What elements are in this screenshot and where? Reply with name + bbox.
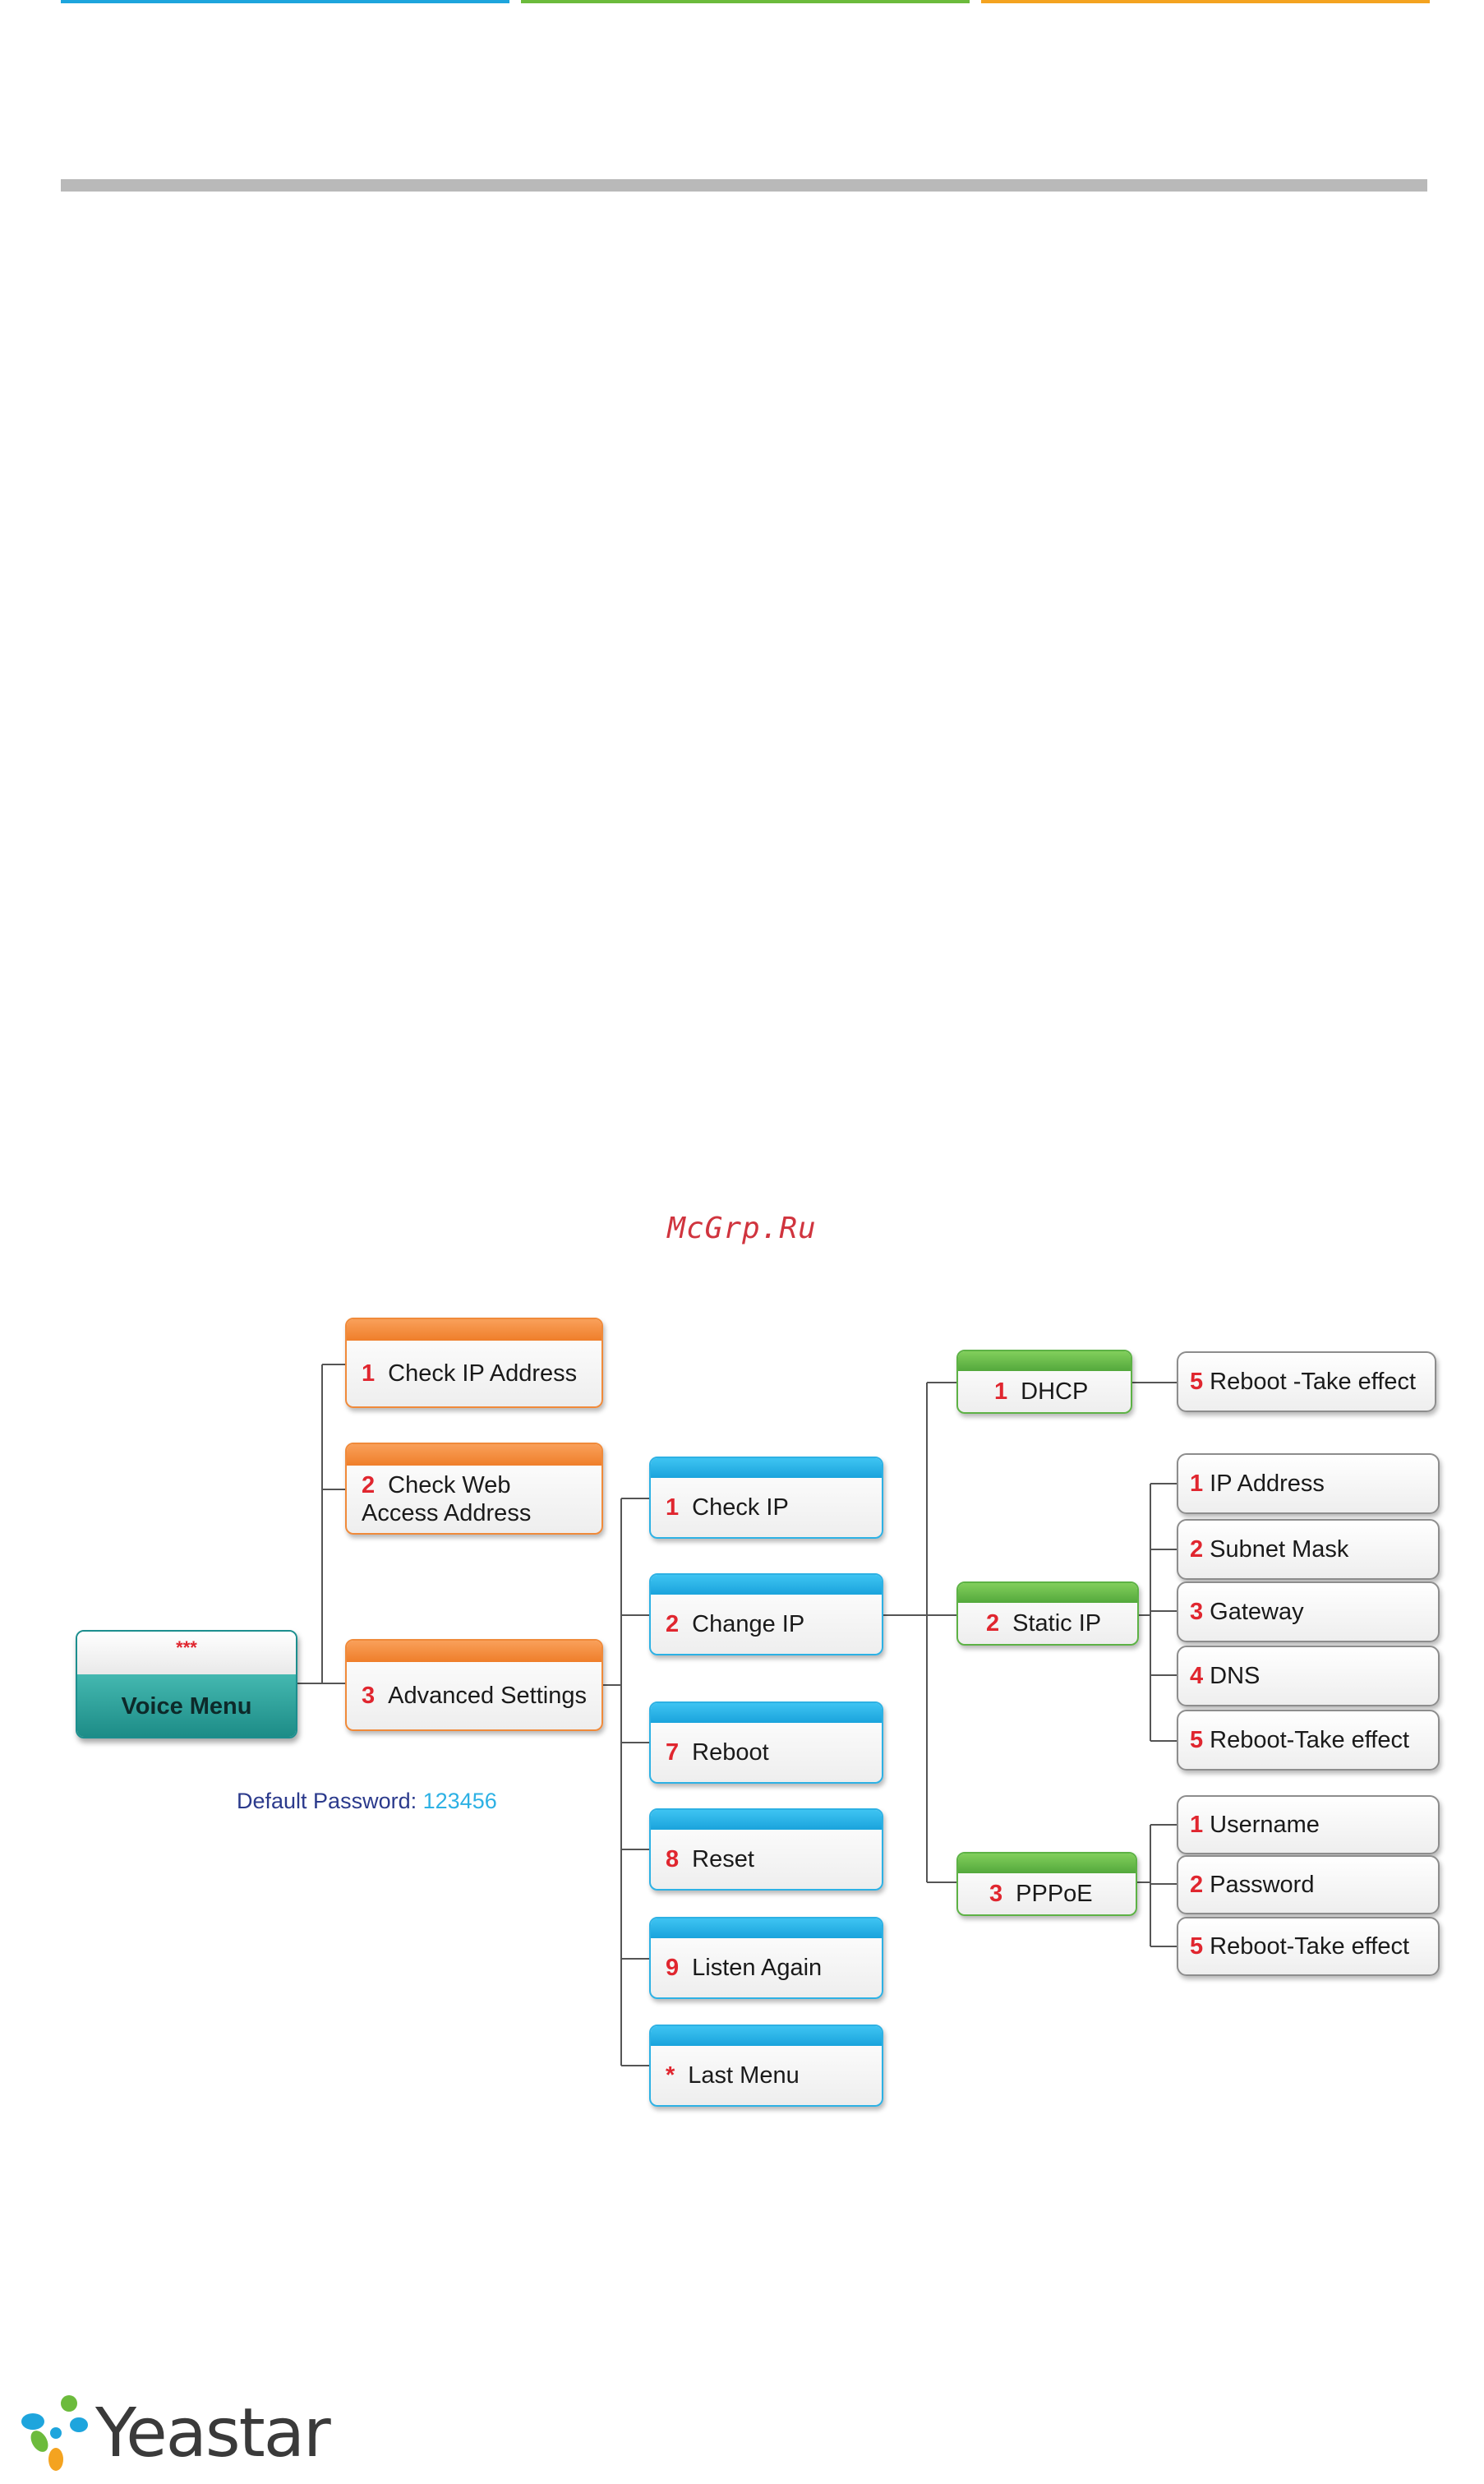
yeastar-logo: Yeastar <box>15 2392 331 2474</box>
node-label: Check IP <box>692 1494 789 1521</box>
node-number: 2 <box>362 1472 376 1498</box>
node-label: Reboot-Take effect <box>1210 1727 1410 1753</box>
node-number: 1 <box>362 1360 376 1387</box>
default-password: Default Password: 123456 <box>237 1789 497 1814</box>
node-number: 1 <box>1190 1471 1204 1497</box>
node-number: 9 <box>666 1955 680 1981</box>
node-listen-again: 9 Listen Again <box>649 1917 883 1999</box>
node-advanced-settings: 3 Advanced Settings <box>345 1639 603 1731</box>
node-number: 3 <box>362 1683 376 1709</box>
node-number: 1 <box>1190 1812 1204 1838</box>
node-label: Last Menu <box>688 2062 800 2089</box>
brand-name: Yeastar <box>95 2394 331 2472</box>
node-check-ip-address: 1 Check IP Address <box>345 1318 603 1408</box>
node-label: Reboot-Take effect <box>1210 1933 1410 1960</box>
node-reset: 8 Reset <box>649 1808 883 1891</box>
voice-menu-node: *** Voice Menu <box>76 1630 297 1738</box>
default-password-value: 123456 <box>422 1789 497 1813</box>
node-label: Change IP <box>692 1611 805 1637</box>
node-label: Reset <box>692 1846 754 1872</box>
watermark: McGrp.Ru <box>667 1212 817 1245</box>
node-label: Reboot <box>692 1739 769 1766</box>
node-number: 2 <box>1190 1536 1204 1563</box>
node-label: Username <box>1210 1812 1320 1838</box>
node-number: 5 <box>1190 1933 1204 1960</box>
node-label: Static IP <box>1012 1610 1102 1637</box>
header-bar-blue <box>61 0 509 3</box>
node-number: 2 <box>986 1610 1000 1637</box>
node-label: IP Address <box>1210 1471 1325 1497</box>
node-last-menu: * Last Menu <box>649 2025 883 2107</box>
node-number: 7 <box>666 1739 680 1766</box>
node-number: 2 <box>1190 1872 1204 1898</box>
node-number: 3 <box>989 1881 1003 1907</box>
node-label: PPPoE <box>1016 1881 1093 1907</box>
node-static-ip: 2 Static IP <box>956 1581 1139 1646</box>
section-divider <box>61 179 1427 192</box>
node-label-line2: Access Address <box>362 1500 532 1526</box>
node-change-ip: 2 Change IP <box>649 1573 883 1655</box>
node-label: Password <box>1210 1872 1315 1898</box>
yeastar-logo-icon <box>21 2395 88 2471</box>
node-number: 4 <box>1190 1663 1204 1689</box>
node-check-web-access: 2 Check Web Access Address <box>345 1443 603 1535</box>
node-label: Listen Again <box>692 1955 823 1981</box>
node-number: 1 <box>666 1494 680 1521</box>
node-pppoe: 3 PPPoE <box>956 1852 1137 1916</box>
node-number: 2 <box>666 1611 680 1637</box>
node-check-ip: 1 Check IP <box>649 1457 883 1539</box>
header-bar-orange <box>981 0 1430 3</box>
voice-menu-stars: *** <box>77 1632 296 1674</box>
default-password-label: Default Password: <box>237 1789 417 1813</box>
node-label: Check Web <box>388 1472 511 1498</box>
node-label: DNS <box>1210 1663 1260 1689</box>
voice-menu-label: Voice Menu <box>77 1674 296 1737</box>
node-number: 5 <box>1190 1369 1204 1395</box>
node-label: Advanced Settings <box>388 1683 587 1709</box>
node-label: DHCP <box>1021 1378 1089 1405</box>
node-number: * <box>666 2062 675 2089</box>
node-number: 5 <box>1190 1727 1204 1753</box>
node-label: Reboot -Take effect <box>1210 1369 1417 1395</box>
node-dhcp: 1 DHCP <box>956 1350 1132 1414</box>
node-label: Check IP Address <box>388 1360 578 1387</box>
node-number: 1 <box>994 1378 1008 1405</box>
node-label: Gateway <box>1210 1599 1304 1625</box>
node-number: 8 <box>666 1846 680 1872</box>
header-bar-green <box>521 0 970 3</box>
node-label: Subnet Mask <box>1210 1536 1349 1563</box>
node-number: 3 <box>1190 1599 1204 1625</box>
node-reboot: 7 Reboot <box>649 1701 883 1784</box>
